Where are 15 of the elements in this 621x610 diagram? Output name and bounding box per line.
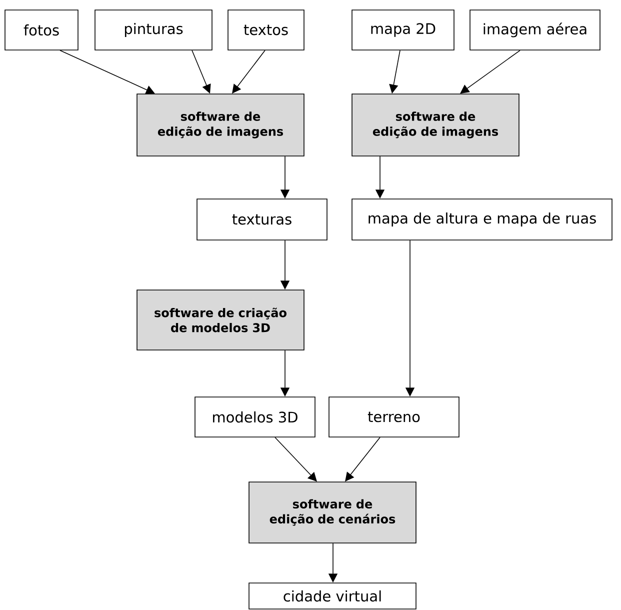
arrow [60, 50, 155, 94]
data-box: mapa 2D [352, 10, 454, 50]
data-box: mapa de altura e mapa de ruas [352, 198, 612, 240]
data-box: cidade virtual [248, 582, 416, 610]
tool-box: software de criação de modelos 3D [136, 290, 304, 350]
data-box: imagem aérea [470, 10, 600, 50]
data-box: modelos 3D [194, 396, 316, 438]
data-box: fotos [4, 10, 78, 50]
data-box: textos [228, 10, 304, 50]
tool-box: software de edição de imagens [352, 94, 520, 156]
tool-box: software de edição de imagens [136, 94, 304, 156]
data-box: terreno [328, 396, 460, 438]
data-box: texturas [196, 198, 328, 240]
data-box: pinturas [94, 10, 212, 50]
tool-box: software de edição de cenários [248, 482, 416, 544]
